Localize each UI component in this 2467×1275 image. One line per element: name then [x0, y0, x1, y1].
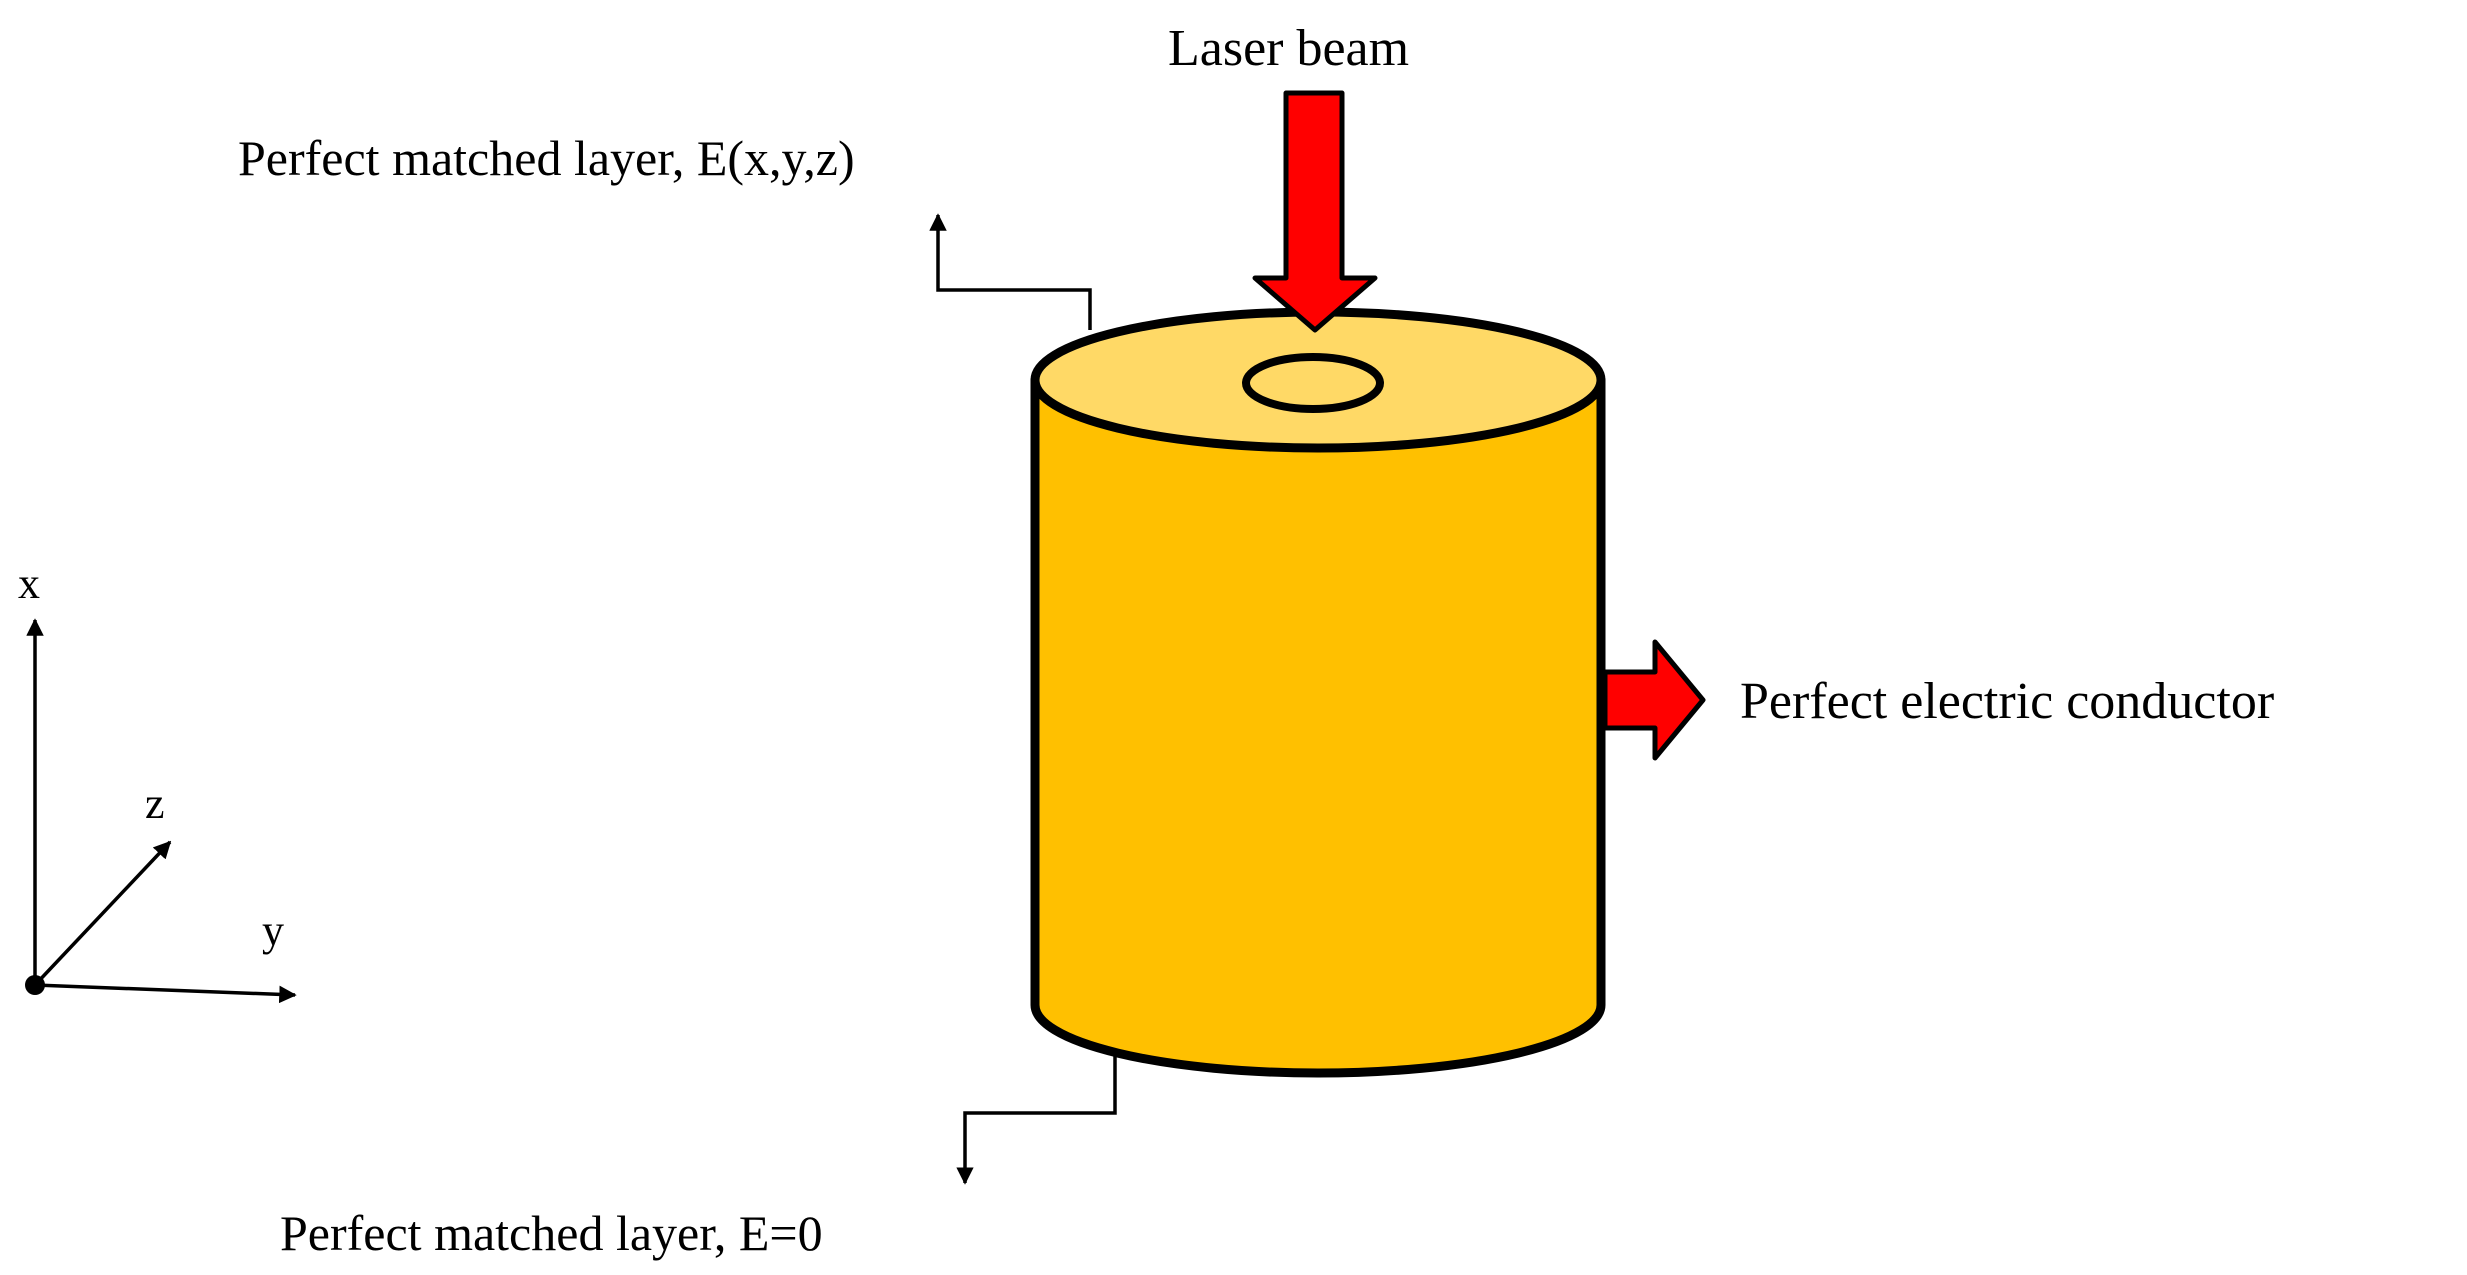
x-axis-label: x — [18, 559, 40, 608]
pml-top-leader — [929, 213, 1092, 330]
origin-dot — [25, 975, 45, 995]
laser-beam-arrow — [1252, 90, 1378, 333]
z-axis-line — [33, 840, 172, 987]
y-axis-line — [34, 983, 297, 1004]
pec-arrow — [1602, 639, 1706, 761]
cylinder-body — [1030, 375, 1606, 1078]
laser-beam-label: Laser beam — [1168, 20, 1409, 77]
z-axis-label: z — [145, 779, 165, 828]
laser-spot — [1242, 353, 1384, 413]
pml-bottom-leader — [956, 1055, 1117, 1185]
cylinder-top-face — [1030, 307, 1606, 453]
coordinate-axes: x z y — [18, 559, 297, 1004]
pec-label: Perfect electric conductor — [1740, 673, 2274, 730]
cylinder — [1030, 307, 1606, 1078]
pml-bottom-label: Perfect matched layer, E=0 — [280, 1205, 823, 1261]
pml-top-label: Perfect matched layer, E(x,y,z) — [238, 130, 855, 186]
y-axis-label: y — [262, 906, 284, 955]
